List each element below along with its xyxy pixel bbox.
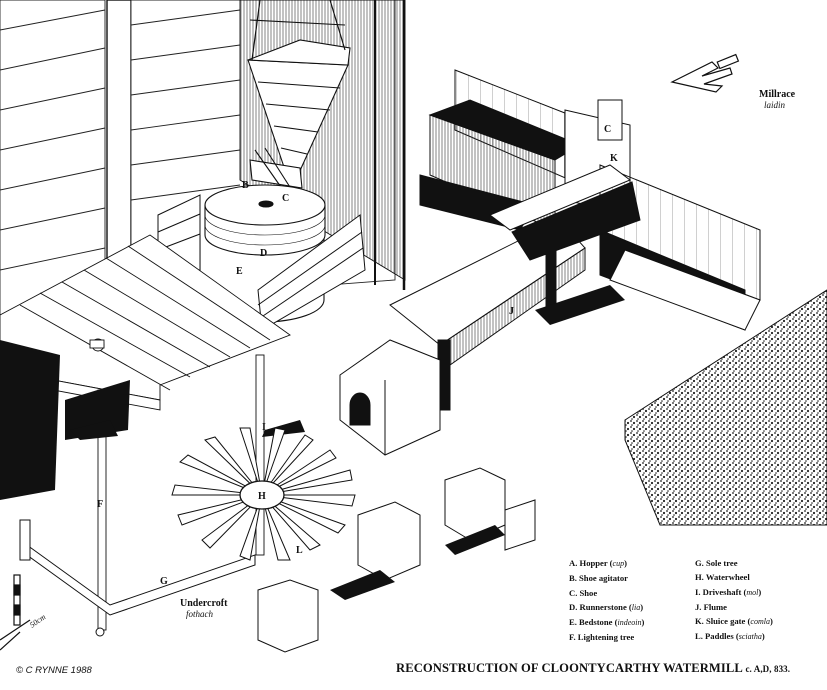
legend-item: F. Lightening tree [569, 632, 635, 643]
legend: A. Hopper (cup) B. Shoe agitator C. Shoe… [569, 556, 819, 642]
flow-direction-arrow-icon [670, 53, 740, 93]
label-I: I [262, 422, 266, 433]
label-F: F [97, 499, 103, 510]
hopper [247, 0, 351, 176]
label-J: J [509, 306, 514, 317]
embankment [624, 289, 827, 526]
legend-item: G. Sole tree [695, 558, 738, 568]
legend-column-right: G. Sole tree H. Waterwheel I. Driveshaft… [695, 556, 819, 645]
wall-shadows [0, 340, 305, 500]
scale-ruler [0, 574, 31, 651]
figure-title-main: RECONSTRUCTION OF CLOONTYCARTHY WATERMIL… [396, 661, 743, 675]
outlet-housing [339, 339, 441, 456]
legend-column-left: A. Hopper (cup) B. Shoe agitator C. Shoe… [569, 556, 695, 645]
label-H: H [258, 491, 266, 502]
millstone-eye [258, 200, 274, 208]
legend-item: B. Shoe agitator [569, 573, 628, 584]
flume [389, 164, 641, 411]
undercroft-irish-label: fothach [186, 609, 213, 619]
label-L: L [296, 545, 303, 556]
legend-item: J. Flume [695, 601, 727, 612]
foundation-blocks [257, 467, 536, 653]
sole-tree [19, 519, 256, 637]
label-G: G [160, 576, 168, 587]
undercroft-label: Undercroft [180, 598, 228, 609]
label-D: D [260, 248, 267, 259]
figure-title-date: c. A,D, 833. [745, 664, 791, 674]
legend-item: I. Driveshaft (mol) [695, 586, 762, 597]
millrace-label: Millrace [759, 89, 796, 100]
waterwheel [171, 427, 356, 561]
millrace-irish-label: laidin [764, 100, 786, 110]
label-K: K [610, 153, 618, 164]
legend-item: C. Shoe [569, 587, 598, 598]
legend-item: E. Bedstone (indeoin) [569, 617, 645, 628]
label-C: C [282, 193, 289, 204]
legend-item: K. Sluice gate (comla) [695, 616, 773, 627]
label-E: E [236, 266, 243, 277]
legend-item: L. Paddles (sciatha) [695, 631, 765, 642]
ruler-scale-label: 50cm [28, 612, 48, 629]
label-B: B [242, 180, 249, 191]
legend-item: D. Runnerstone (lia) [569, 601, 644, 612]
legend-item: H. Waterwheel [695, 572, 750, 583]
diagram-labels: B C D E F G H I J K L C [97, 124, 618, 587]
label-C-gate: C [604, 124, 611, 135]
artist-credit: © C RYNNE 1988 [16, 665, 92, 676]
legend-item: A. Hopper (cup) [569, 558, 627, 568]
ground-shadows [330, 285, 625, 600]
figure-title: RECONSTRUCTION OF CLOONTYCARTHY WATERMIL… [396, 661, 826, 676]
